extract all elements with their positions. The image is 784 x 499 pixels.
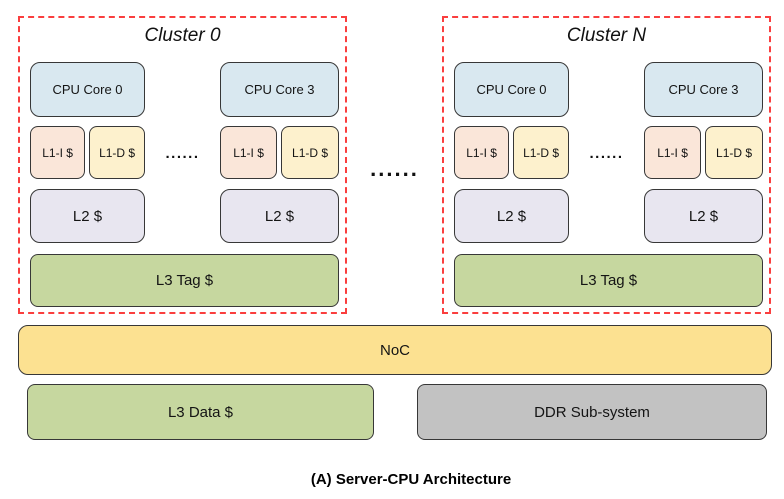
l1i-cache-box: L1-I $ <box>30 126 86 179</box>
l1i-cache-label: L1-I $ <box>233 145 264 160</box>
l1i-cache-box: L1-I $ <box>644 126 702 179</box>
cluster-0-title: Cluster 0 <box>144 25 221 46</box>
figure-caption: (A) Server-CPU Architecture <box>310 471 512 488</box>
cpu-core-label: CPU Core 3 <box>668 82 739 97</box>
l2-cache-box: L2 $ <box>454 189 569 243</box>
l1-cache-row: L1-I $ L1-D $ <box>454 126 569 179</box>
l1i-cache-label: L1-I $ <box>657 145 688 160</box>
cluster-n-core-group-1: CPU Core 3 L1-I $ L1-D $ L2 $ <box>644 62 763 244</box>
l1d-cache-label: L1-D $ <box>523 145 560 160</box>
l3-tag-cache-label: L3 Tag $ <box>155 272 214 289</box>
cpu-core-label: CPU Core 0 <box>52 82 123 97</box>
cpu-core-label: CPU Core 0 <box>476 82 547 97</box>
l3-tag-cache-label: L3 Tag $ <box>579 272 638 289</box>
l2-cache-box: L2 $ <box>30 189 145 243</box>
l2-cache-label: L2 $ <box>264 207 295 225</box>
l1d-cache-box: L1-D $ <box>89 126 145 179</box>
cpu-core-box: CPU Core 0 <box>30 62 145 117</box>
cluster-n-title: Cluster N <box>566 25 647 46</box>
l3-tag-cache-box: L3 Tag $ <box>454 254 763 307</box>
cluster-0-boundary: Cluster 0 CPU Core 0 L1-I $ L1-D $ L2 $ … <box>18 16 347 314</box>
l2-cache-box: L2 $ <box>644 189 763 243</box>
l1i-cache-box: L1-I $ <box>220 126 278 179</box>
noc-label: NoC <box>379 341 410 359</box>
l1i-cache-label: L1-I $ <box>42 145 73 160</box>
cpu-core-label: CPU Core 3 <box>244 82 315 97</box>
cluster-n-boundary: Cluster N CPU Core 0 L1-I $ L1-D $ L2 $ … <box>442 16 771 314</box>
cpu-core-box: CPU Core 0 <box>454 62 569 117</box>
l1d-cache-label: L1-D $ <box>716 145 753 160</box>
ellipsis-clusters: ...... <box>370 156 419 181</box>
cpu-core-box: CPU Core 3 <box>220 62 339 117</box>
cluster-n-core-group-0: CPU Core 0 L1-I $ L1-D $ L2 $ <box>454 62 569 244</box>
noc-box: NoC <box>18 325 772 375</box>
l1-cache-row: L1-I $ L1-D $ <box>220 126 339 179</box>
ddr-subsystem-box: DDR Sub-system <box>417 384 767 440</box>
cluster-0-core-group-1: CPU Core 3 L1-I $ L1-D $ L2 $ <box>220 62 339 244</box>
l1i-cache-label: L1-I $ <box>466 145 497 160</box>
l3-data-cache-label: L3 Data $ <box>167 403 234 421</box>
cpu-core-box: CPU Core 3 <box>644 62 763 117</box>
l2-cache-box: L2 $ <box>220 189 339 243</box>
l2-cache-label: L2 $ <box>688 207 719 225</box>
l1d-cache-box: L1-D $ <box>513 126 569 179</box>
l1d-cache-label: L1-D $ <box>292 145 329 160</box>
ellipsis-cores: ...... <box>165 145 200 162</box>
l1-cache-row: L1-I $ L1-D $ <box>644 126 763 179</box>
l1i-cache-box: L1-I $ <box>454 126 510 179</box>
l3-tag-cache-box: L3 Tag $ <box>30 254 339 307</box>
l2-cache-label: L2 $ <box>72 207 103 225</box>
l1d-cache-box: L1-D $ <box>705 126 763 179</box>
l1-cache-row: L1-I $ L1-D $ <box>30 126 145 179</box>
l1d-cache-box: L1-D $ <box>281 126 339 179</box>
l3-data-cache-box: L3 Data $ <box>27 384 374 440</box>
ddr-subsystem-label: DDR Sub-system <box>534 403 650 421</box>
cluster-0-core-group-0: CPU Core 0 L1-I $ L1-D $ L2 $ <box>30 62 145 244</box>
ellipsis-cores: ...... <box>589 145 624 162</box>
l1d-cache-label: L1-D $ <box>99 145 136 160</box>
l2-cache-label: L2 $ <box>496 207 527 225</box>
